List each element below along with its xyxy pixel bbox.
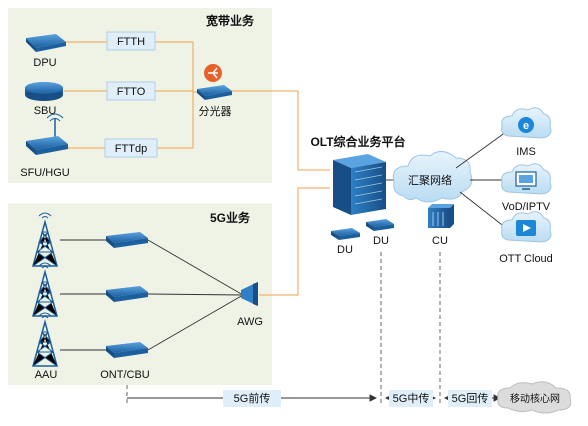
ont-device-3 [106,342,148,358]
fiveg-links [60,239,244,351]
ims-cloud-icon: e [501,107,552,139]
du2-label: DU [373,235,389,247]
fttdp-link-tag: FTTdp [104,138,158,158]
olt-title: OLT综合业务平台 [310,134,405,149]
hgu-label: SFU/HGU [20,167,70,179]
fiveg-title: 5G业务 [210,210,251,225]
aau-antenna-3 [32,312,58,367]
cu-label: CU [432,235,448,247]
boundary-dashes [126,252,441,405]
awg-olt-link [259,187,330,296]
splitter-device [197,85,232,100]
fronthaul-tag: 5G前传 [223,390,281,407]
du1-label: DU [337,244,353,256]
backhaul-tag: 5G回传 [448,390,492,407]
cloud-label: 汇聚网络 [408,173,452,187]
vod-cloud-icon [501,163,552,195]
ont-device-1 [106,232,148,248]
transport-arrows [127,394,502,402]
ims-label: IMS [516,146,536,158]
broadband-title: 宽带业务 [205,13,255,28]
ftto-link-tag: FTTO [106,81,156,101]
ont-label: ONT/CBU [100,369,150,381]
vod-label: VoD/IPTV [502,201,551,213]
dpu-device [26,34,66,52]
hgu-device [26,113,68,155]
ftto-label: FTTO [117,86,146,98]
core-network-cloud [497,381,572,414]
aau-label: AAU [35,369,58,381]
fronthaul-label: 5G前传 [234,391,271,405]
splitter-label: 分光器 [199,104,232,118]
olt-rack [333,154,386,215]
midhaul-label: 5G中传 [393,392,430,405]
ott-label: OTT Cloud [499,253,553,265]
splitter-icon [204,64,222,82]
aggregation-cloud [392,151,473,203]
sbu-device [25,82,63,101]
du-device-1 [331,228,360,240]
awg-label: AWG [237,316,263,328]
fttdp-label: FTTdp [115,143,147,155]
cu-server [428,204,454,228]
svg-text:e: e [523,120,529,132]
ott-cloud-icon [501,211,552,243]
du-device-2 [366,219,394,231]
ftth-link-tag: FTTH [106,31,156,51]
core-label: 移动核心网 [510,392,560,405]
sbu-label: SBU [34,105,57,117]
service-links [455,131,507,229]
ont-device-2 [106,286,148,302]
backhaul-label: 5G回传 [452,392,489,405]
dpu-label: DPU [33,57,56,69]
midhaul-tag: 5G中传 [389,390,433,407]
ftth-label: FTTH [117,36,145,48]
awg-device [241,282,258,306]
